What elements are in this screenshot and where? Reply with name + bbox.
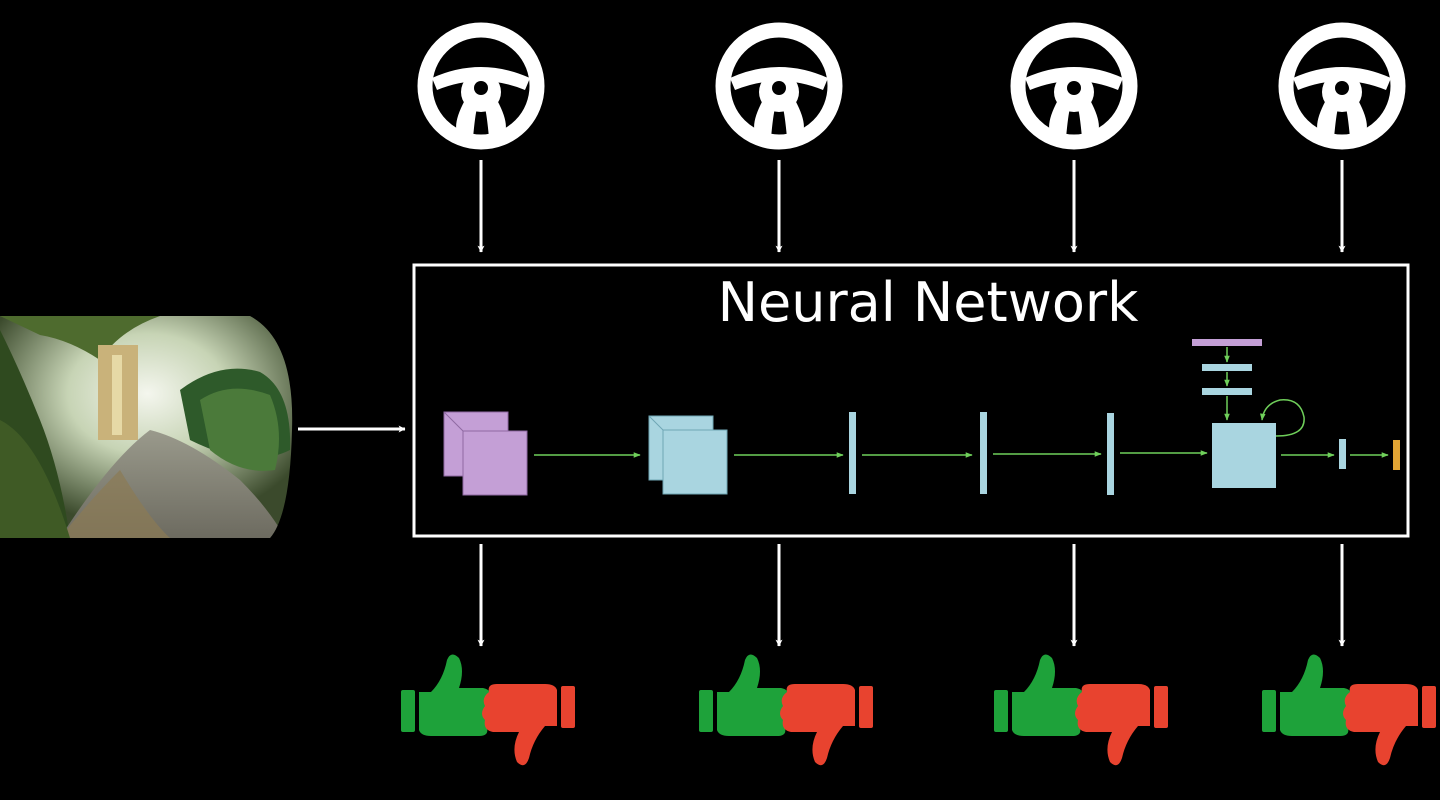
thumbs-up-icon [699, 654, 792, 736]
fc-layer-3 [1107, 413, 1114, 495]
fc-layer-1 [849, 412, 856, 494]
thumbs-down-icon [1075, 684, 1168, 766]
steering-wheel-icon [1278, 22, 1406, 150]
thumbs-up-icon [1262, 654, 1355, 736]
thumbs-up-icon [401, 654, 494, 736]
feedback-column [699, 22, 873, 766]
conv-layer-1 [443, 411, 528, 496]
input-camera-image [0, 316, 293, 538]
recurrent-loop-arrow [1260, 399, 1305, 437]
neural-network-box [412, 263, 1410, 538]
steering-wheel-icon [715, 22, 843, 150]
recurrent-block [1212, 423, 1276, 488]
feedback-column [1262, 22, 1436, 766]
thumbs-down-icon [482, 684, 575, 766]
thumbs-down-icon [1343, 684, 1436, 766]
conv-layer-2 [648, 415, 728, 495]
thumbs-up-icon [994, 654, 1087, 736]
feedback-column [994, 22, 1168, 766]
context-input-stack [1192, 339, 1262, 421]
steering-wheel-icon [417, 22, 545, 150]
output-unit [1393, 440, 1400, 470]
diagram-title: Neural Network [718, 271, 1139, 334]
network-layers [443, 339, 1400, 496]
steering-wheel-icon [1010, 22, 1138, 150]
fc-layer-2 [980, 412, 987, 494]
thumbs-down-icon [780, 684, 873, 766]
hidden-unit [1339, 439, 1346, 469]
feedback-steps [401, 22, 1436, 766]
feedback-column [401, 22, 575, 766]
